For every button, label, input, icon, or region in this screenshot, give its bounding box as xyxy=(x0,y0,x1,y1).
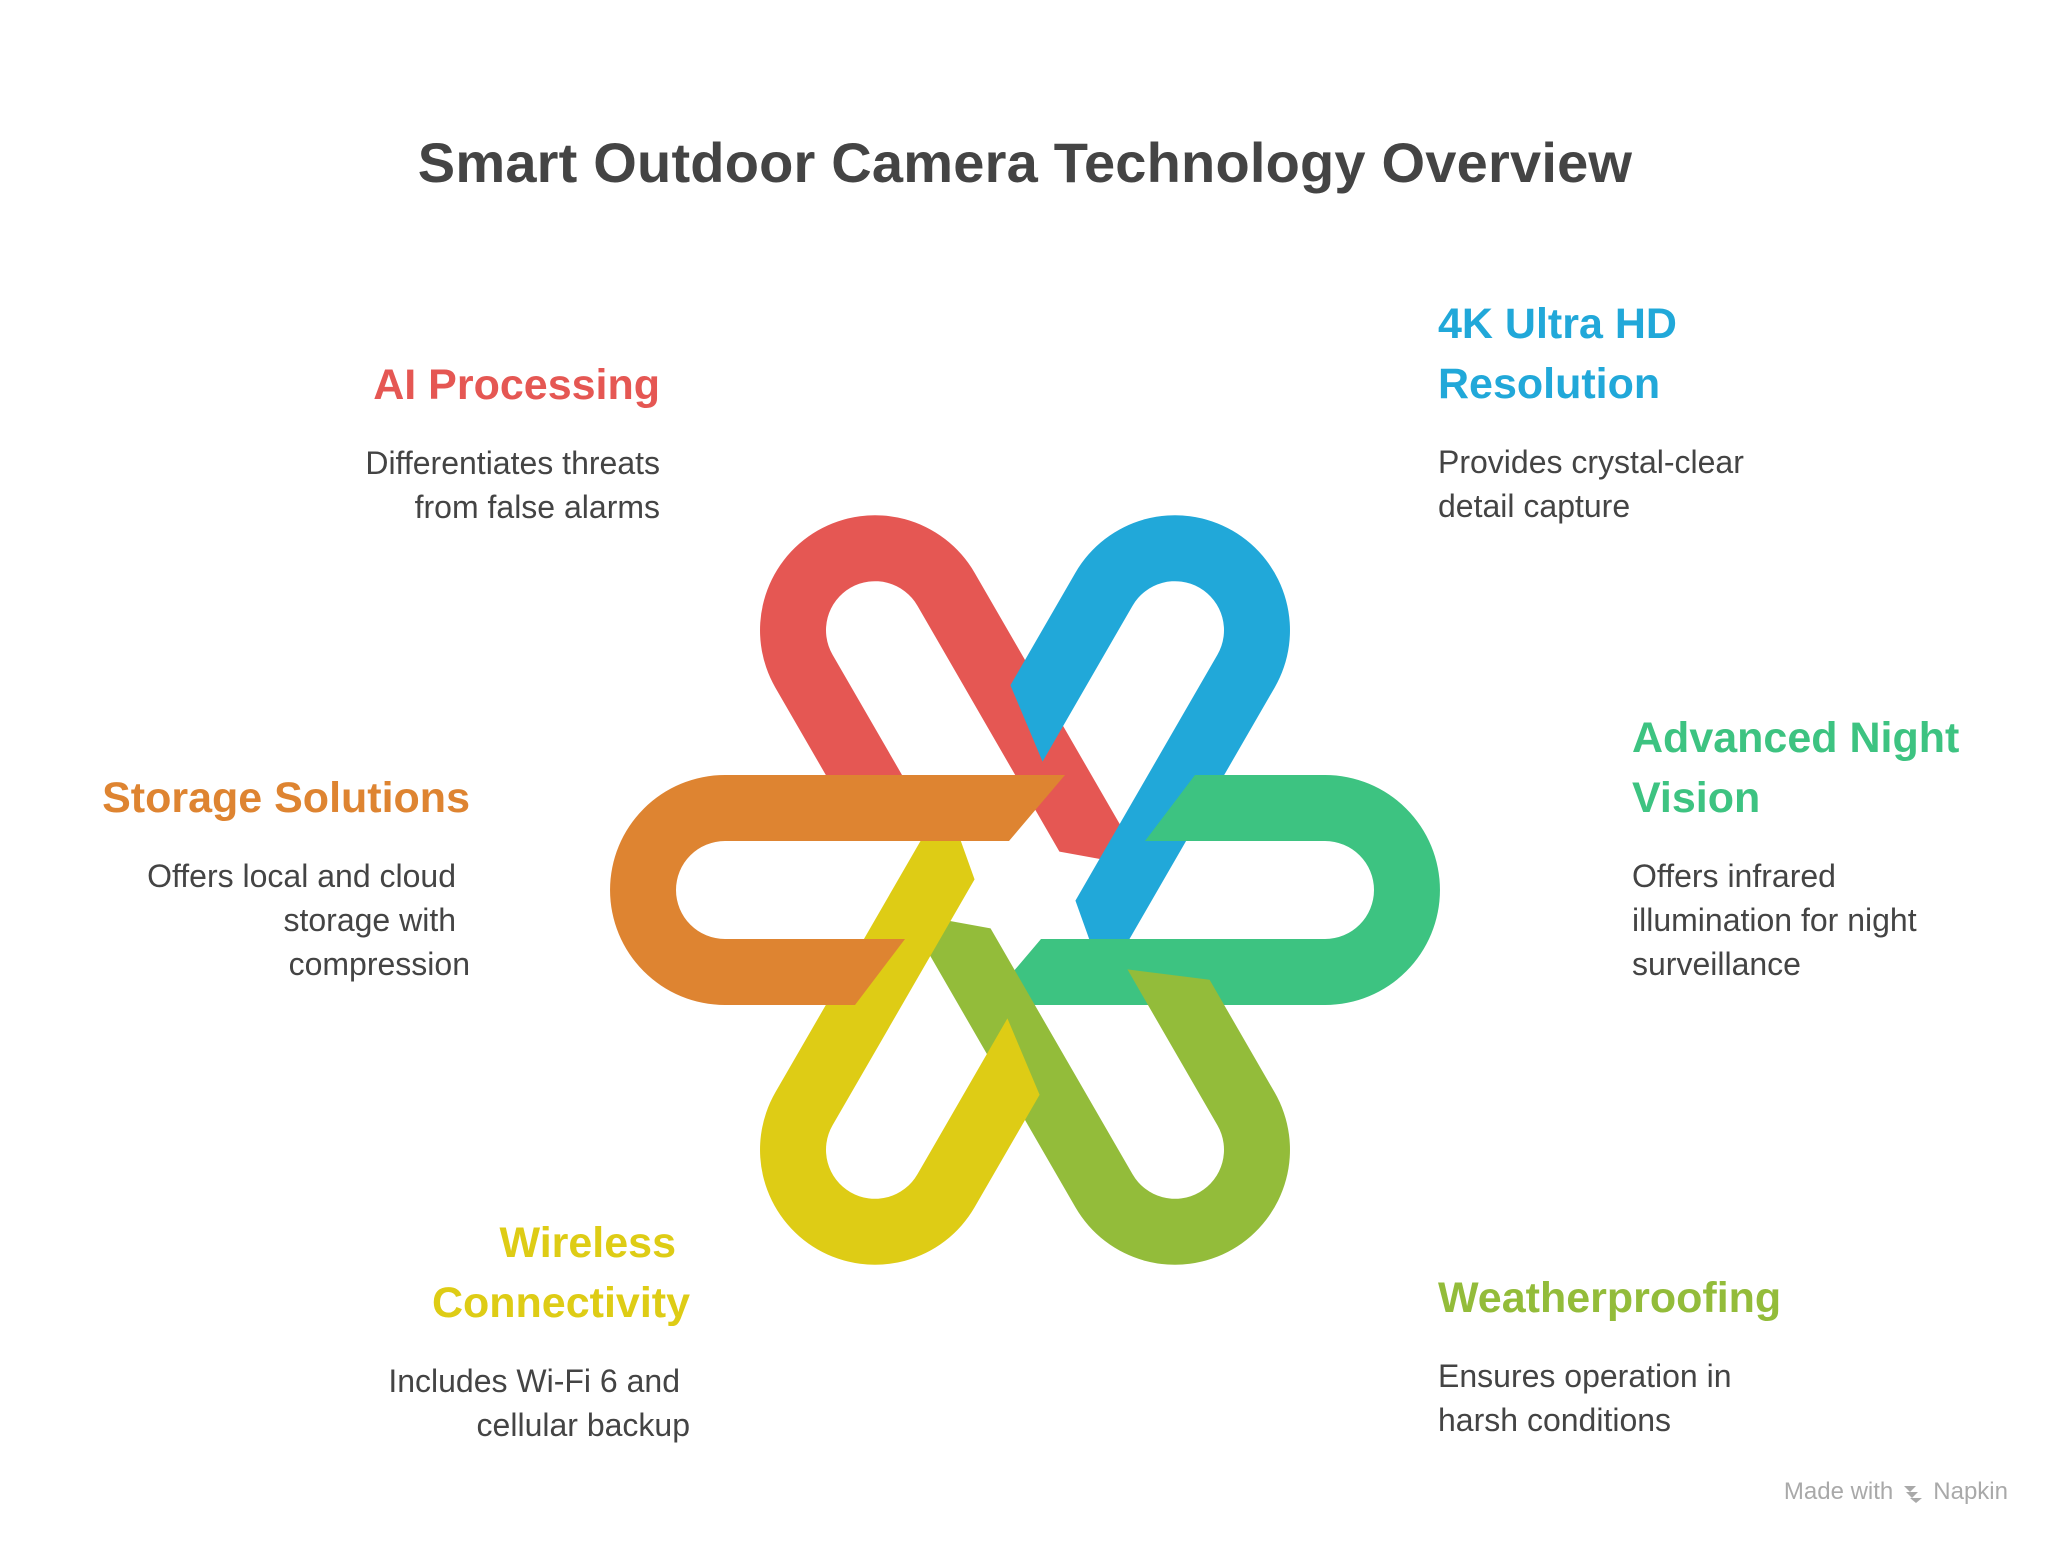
weatherproofing-loop xyxy=(905,912,1290,1265)
feature-title-line: Storage Solutions xyxy=(102,774,470,822)
feature-description: Ensures operation in harsh conditions xyxy=(1438,1354,1858,1442)
feature-4k-resolution: 4K Ultra HD Resolution Provides crystal-… xyxy=(1438,294,1858,528)
feature-storage-solutions: Storage Solutions Offers local and cloud… xyxy=(40,768,470,986)
feature-description-line: Differentiates threats xyxy=(365,445,660,481)
feature-title: Wireless Connectivity xyxy=(290,1213,690,1333)
feature-title-line: Resolution xyxy=(1438,360,1661,408)
feature-wireless-connectivity: Wireless Connectivity Includes Wi-Fi 6 a… xyxy=(290,1213,690,1447)
feature-description-line: storage with xyxy=(283,902,456,938)
feature-description-line: Offers infrared xyxy=(1632,858,1836,894)
feature-ai-processing: AI Processing Differentiates threats fro… xyxy=(260,355,660,529)
feature-description-line: detail capture xyxy=(1438,488,1631,524)
feature-night-vision: Advanced Night Vision Offers infrared il… xyxy=(1632,708,2042,986)
feature-weatherproofing: Weatherproofing Ensures operation in har… xyxy=(1438,1268,1858,1442)
feature-title-line: Vision xyxy=(1632,774,1761,822)
feature-description: Offers local and cloud storage with comp… xyxy=(40,854,470,986)
feature-title-line: Connectivity xyxy=(431,1279,690,1327)
feature-description-line: Ensures operation in xyxy=(1438,1358,1732,1394)
feature-title: AI Processing xyxy=(260,355,660,415)
feature-description: Provides crystal-clear detail capture xyxy=(1438,440,1858,528)
feature-description: Offers infrared illumination for night s… xyxy=(1632,854,2042,986)
feature-description-line: Provides crystal-clear xyxy=(1438,444,1744,480)
feature-description-line: from false alarms xyxy=(414,489,660,525)
storage-loop xyxy=(610,775,1065,1005)
feature-title-line: Advanced Night xyxy=(1632,714,1960,762)
feature-title: Weatherproofing xyxy=(1438,1268,1858,1328)
feature-description-line: Includes Wi-Fi 6 and xyxy=(388,1363,680,1399)
feature-title-line: Weatherproofing xyxy=(1438,1274,1782,1322)
feature-description-line: Offers local and cloud xyxy=(147,858,456,894)
napkin-brand-label: Napkin xyxy=(1933,1478,2008,1505)
page-title: Smart Outdoor Camera Technology Overview xyxy=(417,131,1633,194)
feature-description: Differentiates threats from false alarms xyxy=(260,441,660,529)
feature-description-line: harsh conditions xyxy=(1438,1402,1672,1438)
feature-title-line: Wireless xyxy=(499,1219,677,1267)
resolution-loop xyxy=(1010,515,1290,983)
feature-title: 4K Ultra HD Resolution xyxy=(1438,294,1858,414)
feature-description-line: cellular backup xyxy=(476,1407,690,1443)
feature-description-line: surveillance xyxy=(1632,946,1801,982)
made-with-label: Made with xyxy=(1783,1478,1894,1505)
feature-title: Storage Solutions xyxy=(40,768,470,828)
feature-description: Includes Wi-Fi 6 and cellular backup xyxy=(290,1359,690,1447)
feature-description-line: compression xyxy=(288,946,470,982)
napkin-logo-icon xyxy=(1901,1480,1925,1504)
made-with-napkin-watermark[interactable]: Made with Napkin xyxy=(1784,1478,2008,1506)
wireless-loop xyxy=(760,797,1040,1265)
feature-title-line: AI Processing xyxy=(373,361,660,409)
night-vision-loop xyxy=(985,775,1440,1005)
feature-title-line: 4K Ultra HD xyxy=(1438,300,1677,348)
feature-title: Advanced Night Vision xyxy=(1632,708,2042,828)
feature-description-line: illumination for night xyxy=(1632,902,1917,938)
